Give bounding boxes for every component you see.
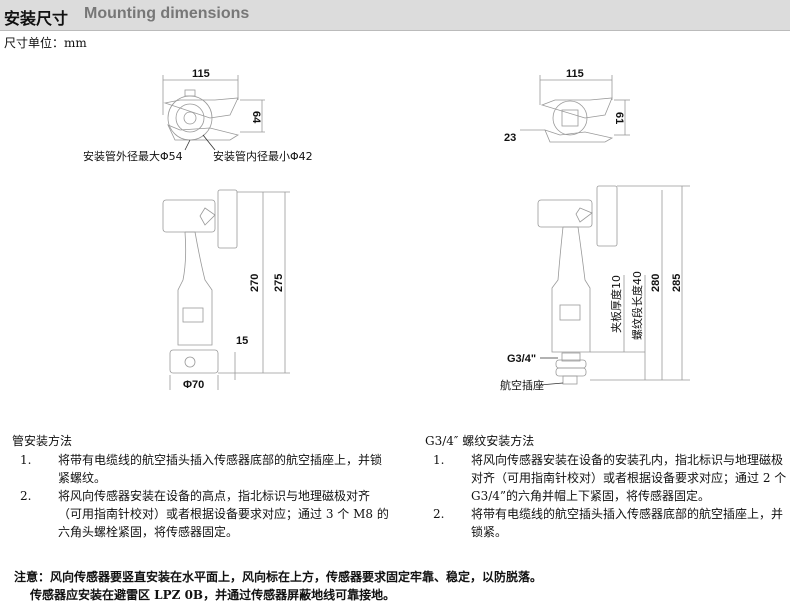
section-title-en: Mounting dimensions [84,5,250,22]
item-number: 1. [433,453,445,467]
thread-length-label: 螺纹段长度40 [630,271,644,340]
section-title-cn: 安装尺寸 [4,9,69,28]
right-side-view: 280 285 夹板厚度10 螺纹段长度40 G3/4" 航空插座 [500,185,690,392]
dim-280: 280 [650,274,662,292]
dim-270: 270 [249,274,261,292]
g34-label: G3/4" [507,353,536,365]
dim-width-left-top: 115 [192,68,210,80]
plate-thickness-label: 夹板厚度10 [609,275,623,333]
item-text: 将带有电缆线的航空插头插入传感器底部的航空插座上，并锁紧螺纹。 [58,453,383,485]
dim-275: 275 [273,274,285,292]
left-top-view: 115 64 安装管外径最大Φ54 安装管内径最小Φ42 [83,68,313,163]
left-side-view: 270 275 15 Φ70 [162,189,290,391]
item-text: 将风向传感器安装在设备的高点，指北标识与地理磁极对齐（可用指南针校对）或者根据设… [58,489,389,539]
dim-offset-right-top: 23 [504,132,516,144]
socket-label: 航空插座 [500,378,544,392]
dim-width-right-top: 115 [566,68,584,80]
note-line-1: 注意：风向传感器要竖直安装在水平面上，风向标在上方，传感器要求固定牢靠、稳定，以… [14,570,543,584]
dim-15: 15 [236,335,248,347]
dim-height-left-top: 64 [250,111,262,124]
dim-phi70: Φ70 [183,379,204,391]
unit-label: 尺寸单位：mm [4,36,87,50]
item-number: 1. [20,453,32,467]
thread-install-method: G3/4″ 螺纹安装方法 1. 将风向传感器安装在设备的安装孔内，指北标识与地理磁… [425,432,790,541]
list-item: 2. 将风向传感器安装在设备的高点，指北标识与地理磁极对齐（可用指南针校对）或者根… [12,487,392,541]
note-line-2: 传感器应安装在避雷区 LPZ 0B，并通过传感器屏蔽地线可靠接地。 [30,588,396,602]
pipe-install-method: 管安装方法 1.将带有电缆线的航空插头插入传感器底部的航空插座上，并锁紧螺纹。 … [12,432,392,541]
dim-285: 285 [671,274,683,292]
pipe-method-title: 管安装方法 [12,434,73,448]
section-header: 安装尺寸 Mounting dimensions [0,0,790,31]
outer-diameter-label: 安装管外径最大Φ54 [83,149,183,163]
right-top-view: 115 61 23 [504,68,630,144]
item-number: 2. [20,489,32,503]
inner-diameter-label: 安装管内径最小Φ42 [213,149,313,163]
item-text: 将带有电缆线的航空插头插入传感器底部的航空插座上，并锁紧。 [471,507,784,539]
mounting-drawings: 115 64 安装管外径最大Φ54 安装管内径最小Φ42 115 61 23 2… [83,68,690,392]
item-number: 2. [433,507,445,521]
thread-method-title: G3/4″ 螺纹安装方法 [425,434,535,448]
dim-height-right-top: 61 [613,112,625,124]
list-item: 1. 将带有电缆线的航空插头插入传感器底部的航空插座上，并锁紧螺纹。 [12,451,392,487]
list-item: 2. 将带有电缆线的航空插头插入传感器底部的航空插座上，并锁紧。 [425,505,790,541]
item-text: 将风向传感器安装在设备的安装孔内，指北标识与地理磁极对齐（可用指南针校对）或者根… [471,453,787,503]
list-item: 1. 将风向传感器安装在设备的安装孔内，指北标识与地理磁极对齐（可用指南针校对）或… [425,451,790,505]
